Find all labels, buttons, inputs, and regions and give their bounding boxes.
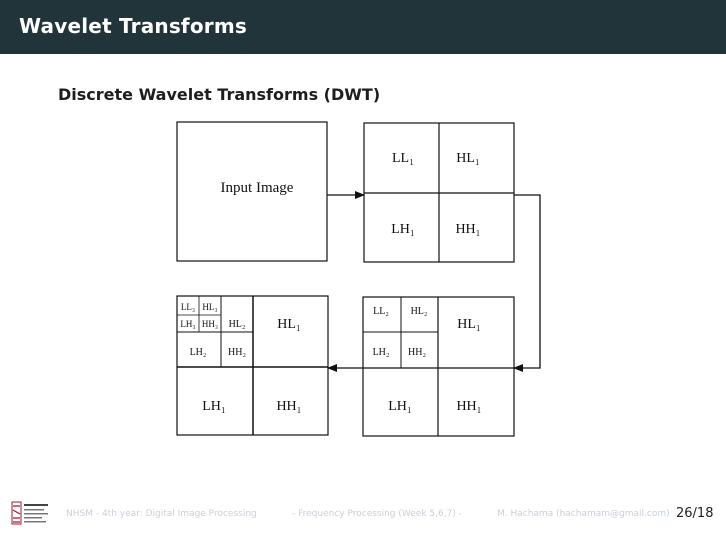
slide-subtitle: Discrete Wavelet Transforms (DWT)	[58, 85, 381, 104]
slide-title: Wavelet Transforms	[19, 14, 247, 38]
l3-hh3: HH₃	[202, 319, 218, 329]
l3-hh2: HH₂	[228, 347, 246, 358]
l3-lh3: LH₃	[180, 319, 195, 329]
input-image-box	[176, 121, 328, 262]
level3-block: LL₃ HL₃ LH₃ HH₃ HL₂ LH₂ HH₂ HL₁ LH₁ HH₁	[176, 295, 329, 436]
l3-lh1: LH₁	[202, 399, 226, 414]
l2-hh1: HH₁	[456, 399, 481, 414]
l2-lh1: LH₁	[388, 399, 412, 414]
l1-hl: HL₁	[456, 151, 480, 166]
page-number: 26/18	[676, 506, 714, 521]
footer-course: NHSM - 4th year: Digital Image Processin…	[66, 509, 257, 519]
footer-author: M. Hachama (hachamam@gmail.com)	[497, 509, 670, 519]
l2-lh: LH₂	[373, 347, 390, 358]
l3-hl3: HL₃	[202, 302, 217, 312]
l2-ll: LL₂	[373, 306, 389, 317]
title-bar: Wavelet Transforms	[0, 0, 726, 54]
input-image-label: Input Image	[221, 180, 294, 196]
l3-ll3: LL₃	[181, 302, 195, 312]
l2-hl1: HL₁	[457, 317, 481, 332]
l1-hh: HH₁	[455, 222, 480, 237]
level2-block: LL₂ HL₂ LH₂ HH₂ HL₁ LH₁ HH₁	[362, 296, 515, 437]
footer-section: - Frequency Processing (Week 5,6,7) -	[292, 509, 462, 519]
l3-hh1: HH₁	[276, 399, 301, 414]
l3-hl1: HL₁	[277, 317, 301, 332]
l1-ll: LL₁	[392, 151, 414, 166]
school-logo-icon	[11, 501, 48, 525]
l3-hl2: HL₂	[229, 319, 246, 330]
l3-lh2: LH₂	[190, 347, 207, 358]
arrow-level1-to-level2	[513, 194, 541, 372]
level1-block: LL₁ HL₁ LH₁ HH₁	[363, 122, 515, 263]
l1-lh: LH₁	[391, 222, 415, 237]
l2-hl: HL₂	[411, 306, 428, 317]
l2-hh: HH₂	[408, 347, 426, 358]
